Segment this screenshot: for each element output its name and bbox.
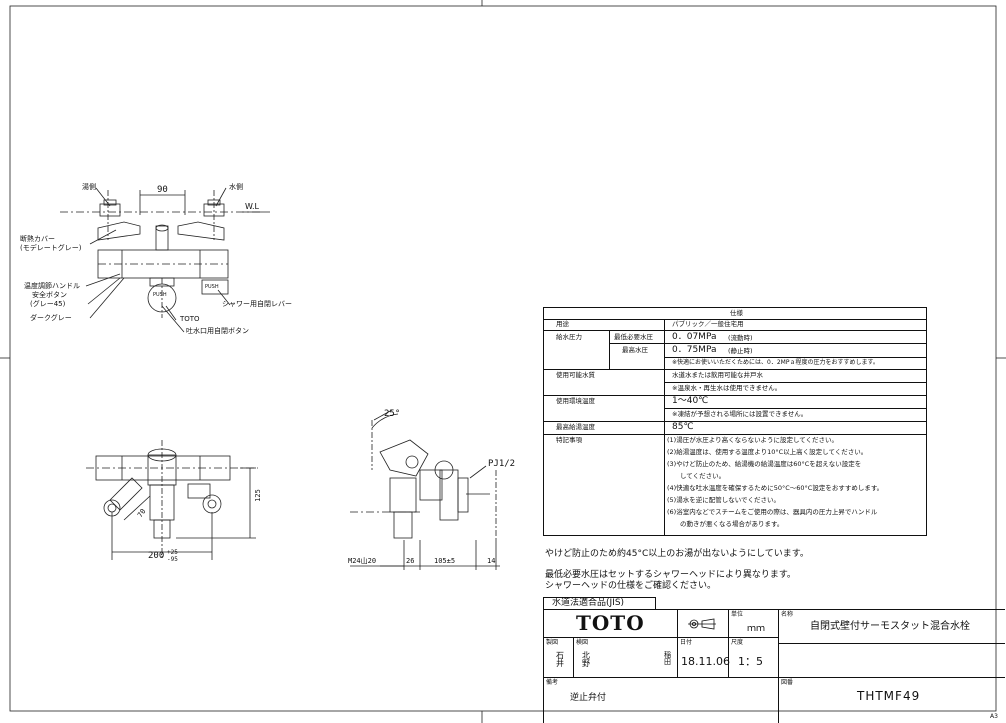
side-view: [350, 409, 500, 570]
spec-note-8: の動きが悪くなる場合があります。: [667, 520, 784, 528]
spec-title: 仕様: [730, 309, 743, 317]
spec-use-label: 用途: [556, 320, 569, 328]
name-label: 名称: [781, 611, 794, 618]
spec-water-note: ※温泉水・再生水は使用できません。: [672, 384, 782, 392]
safety-button-label: 安全ボタン: [32, 291, 67, 299]
spec-note-5: (4)快適な吐水温度を確保するために50°C～60°C設定をおすすめします。: [667, 484, 884, 492]
dim-pj: PJ1/2: [488, 459, 516, 469]
push-label-lever: PUSH: [205, 284, 219, 290]
sheet-border: [9, 5, 997, 712]
remark-burn-prevention: やけど防止のため約45°C以上のお湯が出ないようにしています。: [545, 549, 809, 559]
spec-use-value: パブリック／一般住宅用: [672, 320, 744, 328]
spec-water-value: 水道水または飲用可能な井戸水: [672, 371, 763, 379]
spout-button-label: 吐水口用自閉ボタン: [186, 327, 249, 335]
spec-max-note: (静止時): [728, 347, 753, 355]
scale-label: 尺度: [731, 639, 744, 646]
shower-lever-label: シャワー用自閉レバー: [222, 300, 292, 308]
remark-min-pressure: 最低必要水圧はセットするシャワーヘッドにより異なります。: [545, 570, 796, 580]
safety-button-color-label: (グレー45): [30, 300, 66, 308]
spec-note-2: (2)給湯温度は、使用する温度より10°C以上高く設定してください。: [667, 448, 868, 456]
spec-note-6: (5)湯水を逆に配管しないでください。: [667, 496, 781, 504]
drawing-no-value: THTMF49: [857, 689, 921, 703]
unit-label: 単位: [731, 611, 744, 618]
drawn-value: 石井: [556, 651, 564, 668]
spec-pressure-note: ※快適にお使いいただくためには、0．2MPａ程度の圧力をおすすめします。: [672, 359, 879, 366]
sheet-size: A3: [990, 713, 998, 720]
spec-min-label: 最低必要水圧: [614, 333, 653, 341]
spec-note-4: してください。: [667, 472, 726, 480]
checked-value-1: 北野: [582, 651, 590, 668]
water-level-label: W.L: [245, 202, 259, 211]
spec-table: 仕様 用途 パブリック／一般住宅用 給水圧力 最低必要水圧 0．07MPa (流…: [543, 307, 927, 536]
name-value: 自閉式壁付サーモスタット混合水栓: [810, 621, 970, 632]
dim-25deg: 25°: [384, 409, 401, 419]
spec-env-label: 使用環境温度: [556, 397, 595, 405]
checked-label: 検図: [576, 639, 589, 646]
spec-note-3: (3)やけど防止のため、給湯機の給湯温度は60°Cを超えない設定を: [667, 460, 862, 468]
spec-supply-label: 給水圧力: [556, 333, 582, 341]
push-label-spout: PUSH: [153, 292, 167, 298]
jis-label: 水道法適合品(JIS): [552, 598, 625, 608]
spec-note-1: (1)湯圧が水圧より高くならないように設定してください。: [667, 436, 839, 444]
title-block: TOTO 単位 ｍｍ 名称 自閉式壁付サーモスタット混合水栓 製図 石井 検図 …: [543, 609, 1005, 723]
projection-symbol-icon: [688, 618, 716, 630]
spec-min-value: 0．07MPa: [672, 332, 717, 342]
date-value: 18.11.06: [681, 655, 730, 668]
dim-200-tol-minus: -95: [167, 556, 178, 563]
unit-value: ｍｍ: [747, 624, 766, 634]
dim-m24: M24山20: [348, 557, 377, 565]
remark-check-shower: シャワーヘッドの仕様をご確認ください。: [545, 581, 717, 591]
brand-logo: TOTO: [576, 611, 645, 635]
brand-mark-label: TOTO: [180, 315, 200, 323]
drawing-no-label: 図番: [781, 679, 794, 686]
spec-max-label: 最高水圧: [622, 346, 648, 354]
spec-water-label: 使用可能水質: [556, 371, 595, 379]
insulation-cover-label: 断熱カバー: [20, 235, 55, 243]
spec-min-note: (流動時): [728, 334, 753, 342]
spec-hot-label: 最高給湯温度: [556, 423, 595, 431]
front-view: [86, 440, 258, 560]
dim-26: 26: [406, 557, 415, 565]
plan-view: [60, 187, 270, 333]
dark-gray-label: ダークグレー: [30, 314, 72, 322]
dim-105: 105±5: [434, 557, 456, 565]
checked-value-2: 稲田: [664, 651, 671, 666]
temp-handle-label: 温度調節ハンドル: [24, 282, 80, 290]
scale-value: 1：5: [738, 655, 763, 668]
cold-side-label: 水側: [229, 183, 243, 191]
hot-side-label: 湯側: [82, 183, 96, 191]
spec-env-value: 1～40℃: [672, 396, 709, 406]
dim-14: 14: [487, 557, 496, 565]
dim-90: 90: [157, 185, 168, 195]
dim-200: 200: [148, 551, 165, 561]
remarks-value: 逆止弁付: [570, 693, 607, 703]
spec-notes-label: 特記事項: [556, 436, 582, 444]
date-label: 日付: [680, 639, 693, 646]
spec-max-value: 0．75MPa: [672, 345, 717, 355]
jis-box: 水道法適合品(JIS): [543, 597, 656, 609]
spec-hot-value: 85℃: [672, 422, 694, 432]
dim-200-tol-plus: +25: [167, 549, 178, 556]
dim-125: 125: [253, 489, 262, 502]
spec-note-7: (6)浴室内などでスチームをご使用の際は、器具内の圧力上昇でハンドル: [667, 508, 878, 516]
remarks-label: 備考: [546, 679, 559, 686]
spec-env-note: ※凍結が予想される場所には設置できません。: [672, 410, 808, 418]
drawn-label: 製図: [546, 639, 559, 646]
insulation-cover-color-label: (モデレートグレー): [20, 244, 82, 252]
